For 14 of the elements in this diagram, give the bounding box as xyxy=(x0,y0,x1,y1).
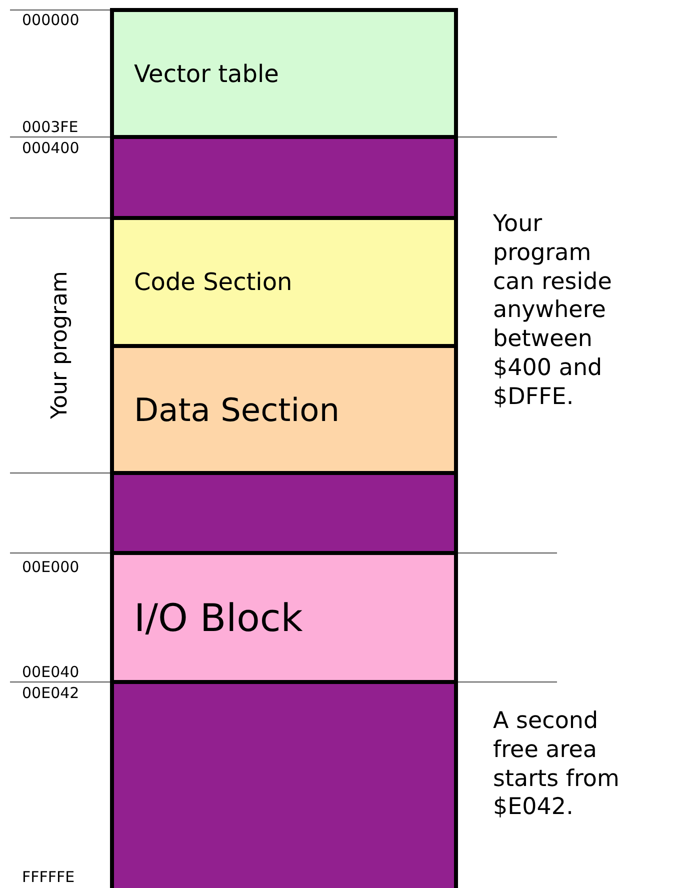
address-label: 00E042 xyxy=(22,684,80,703)
note-text: Your program can reside anywhere between $400 and $DFFE. xyxy=(493,210,613,412)
segment-label: Vector table xyxy=(133,60,279,88)
address-label: 0003FE xyxy=(22,118,78,137)
address-label: 000400 xyxy=(22,139,80,158)
address-label: FFFFFE xyxy=(22,868,75,887)
address-label: 00E000 xyxy=(22,558,80,577)
section-label: Your program xyxy=(46,271,74,419)
segment-label: I/O Block xyxy=(133,596,303,640)
segment-label: Code Section xyxy=(133,268,292,296)
note-text: A second free area starts from $E042. xyxy=(493,707,620,822)
address-label: 000000 xyxy=(22,11,80,30)
address-label: 00E040 xyxy=(22,663,80,682)
segment-label: Data Section xyxy=(133,390,340,428)
